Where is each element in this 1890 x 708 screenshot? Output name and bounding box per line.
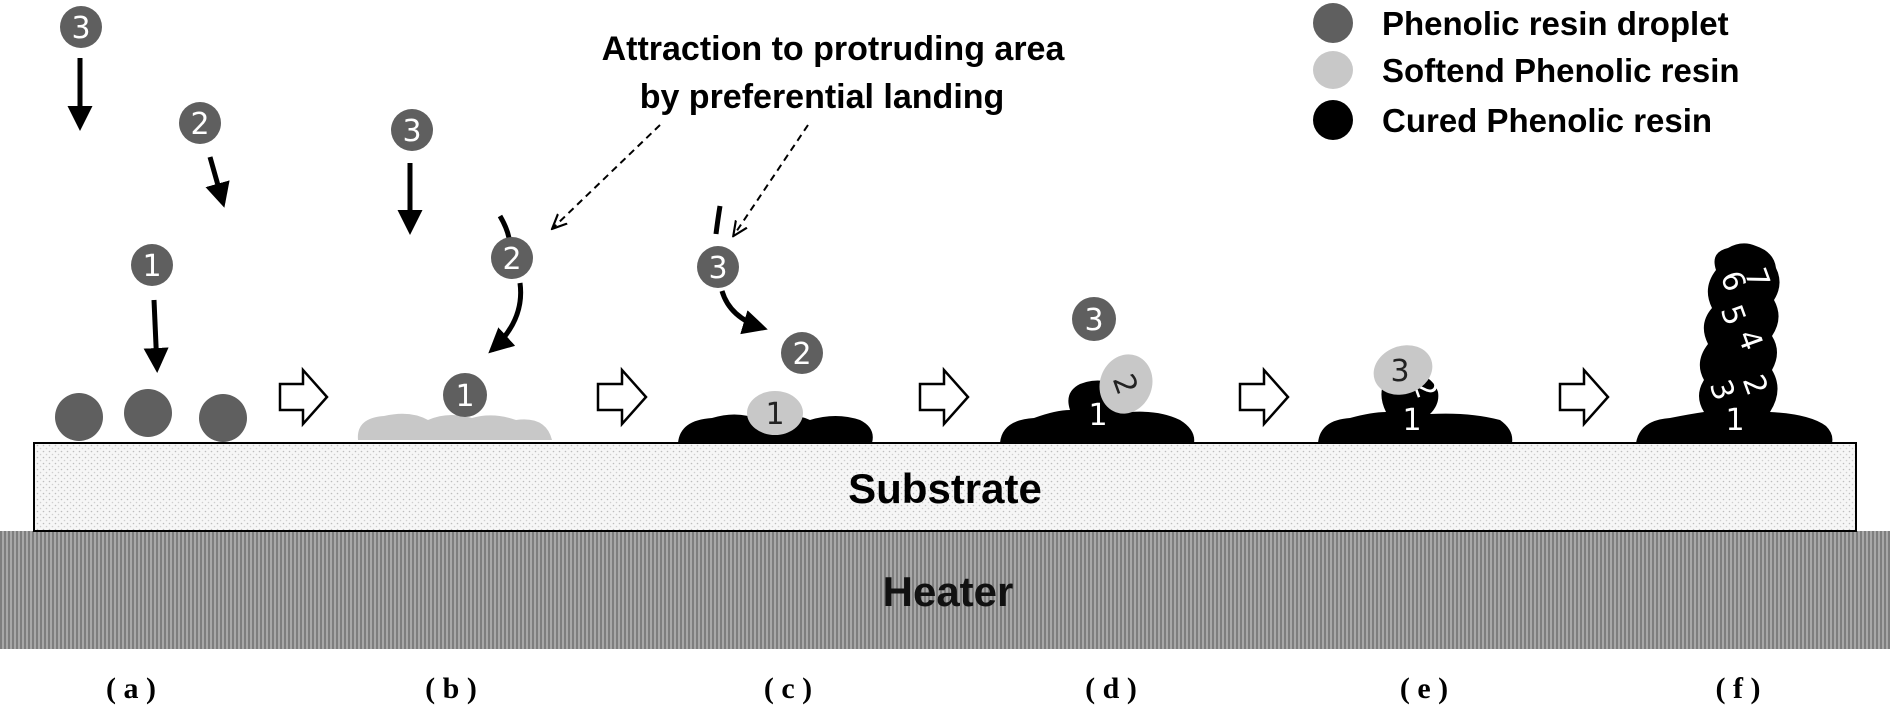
fall-arrow-1-a	[143, 299, 169, 373]
droplet-2-c	[781, 332, 823, 374]
softened-droplet-2-d	[1099, 354, 1153, 414]
softened-resin-layer-b	[357, 413, 552, 440]
droplet-label-3-d: 3	[1084, 303, 1103, 338]
stage-label-f: ( f )	[1716, 672, 1761, 705]
legend-droplet-label: Phenolic resin droplet	[1382, 5, 1729, 42]
stage-label-d: ( d )	[1085, 672, 1137, 705]
process-arrow-5	[1558, 366, 1610, 428]
softened-droplet-1-c	[747, 391, 803, 435]
landed-droplet-3	[199, 394, 247, 442]
droplet-label-1-c: 1	[765, 397, 784, 432]
heater-block	[0, 531, 1890, 649]
softened-droplet-3-e	[1373, 345, 1433, 395]
process-arrow-2	[596, 366, 648, 428]
droplet-label-1-f: 1	[1725, 403, 1744, 438]
droplet-2-b	[491, 237, 533, 279]
curved-arrow-2b-lower	[488, 282, 524, 354]
stage-label-b: ( b )	[425, 672, 477, 705]
fall-arrow-2-a	[205, 156, 230, 208]
stage-label-a: ( a )	[106, 672, 156, 705]
droplet-label-3-a: 3	[71, 11, 90, 46]
droplet-3-b	[391, 109, 433, 151]
droplet-1-a	[131, 244, 173, 286]
droplet-label-1-d: 1	[1088, 398, 1107, 433]
heater-label: Heater	[883, 568, 1014, 615]
process-arrow-4	[1238, 366, 1290, 428]
droplet-label-2-a: 2	[190, 107, 209, 142]
stage-label-e: ( e )	[1400, 672, 1448, 705]
landed-droplet-1	[55, 393, 103, 441]
legend-droplet-swatch	[1313, 3, 1353, 43]
cured-resin-stack-e	[1318, 371, 1513, 443]
droplet-label-3-e: 3	[1390, 354, 1409, 389]
droplet-label-3-b: 3	[402, 114, 421, 149]
droplet-label-3-c: 3	[708, 251, 727, 286]
legend-softened-label: Softend Phenolic resin	[1382, 52, 1740, 89]
stage-d: 3 1 2	[1000, 297, 1195, 443]
annotation-dashed-arrow-c	[734, 124, 809, 235]
cured-resin-tower-f	[1636, 243, 1833, 443]
annotation-line-2: by preferential landing	[640, 78, 1005, 116]
stage-f: 1 2 3 4 5 6 7	[1636, 243, 1833, 443]
curved-arrow-2-b	[497, 214, 512, 239]
annotation-line-1: Attraction to protruding area	[602, 30, 1066, 68]
droplet-label-2-b: 2	[502, 242, 521, 277]
droplet-1-b	[443, 373, 487, 417]
curved-arrow-3-c	[713, 205, 723, 235]
stage-b: 3 2 1	[357, 109, 552, 440]
stage-c: 3 2 1	[678, 205, 873, 443]
droplet-2-a	[179, 102, 221, 144]
legend: Phenolic resin droplet Softend Phenolic …	[1313, 3, 1740, 140]
droplet-label-1-e: 1	[1402, 403, 1421, 438]
attraction-annotation: Attraction to protruding area by prefere…	[553, 30, 1065, 235]
cured-resin-base-d	[1000, 380, 1195, 443]
annotation-dashed-arrow-b	[553, 124, 661, 228]
droplet-label-1-a: 1	[142, 249, 161, 284]
stage-e: 1 2 3	[1318, 345, 1513, 443]
process-arrow-1	[278, 366, 329, 428]
curved-arrow-3c-lower	[719, 290, 768, 335]
landed-droplet-2	[124, 389, 172, 437]
droplet-3-a	[60, 6, 102, 48]
droplet-3-c	[697, 246, 739, 288]
process-arrow-3	[918, 366, 970, 428]
substrate-label: Substrate	[848, 465, 1042, 512]
stage-a: 3 2 1	[55, 6, 247, 442]
legend-cured-swatch	[1313, 100, 1353, 140]
legend-cured-label: Cured Phenolic resin	[1382, 102, 1712, 139]
droplet-label-2-c: 2	[792, 337, 811, 372]
droplet-label-1-b: 1	[455, 379, 474, 414]
droplet-3-d	[1072, 297, 1116, 341]
legend-softened-swatch	[1313, 51, 1353, 89]
substrate-block	[33, 442, 1857, 532]
stage-label-c: ( c )	[764, 672, 812, 705]
